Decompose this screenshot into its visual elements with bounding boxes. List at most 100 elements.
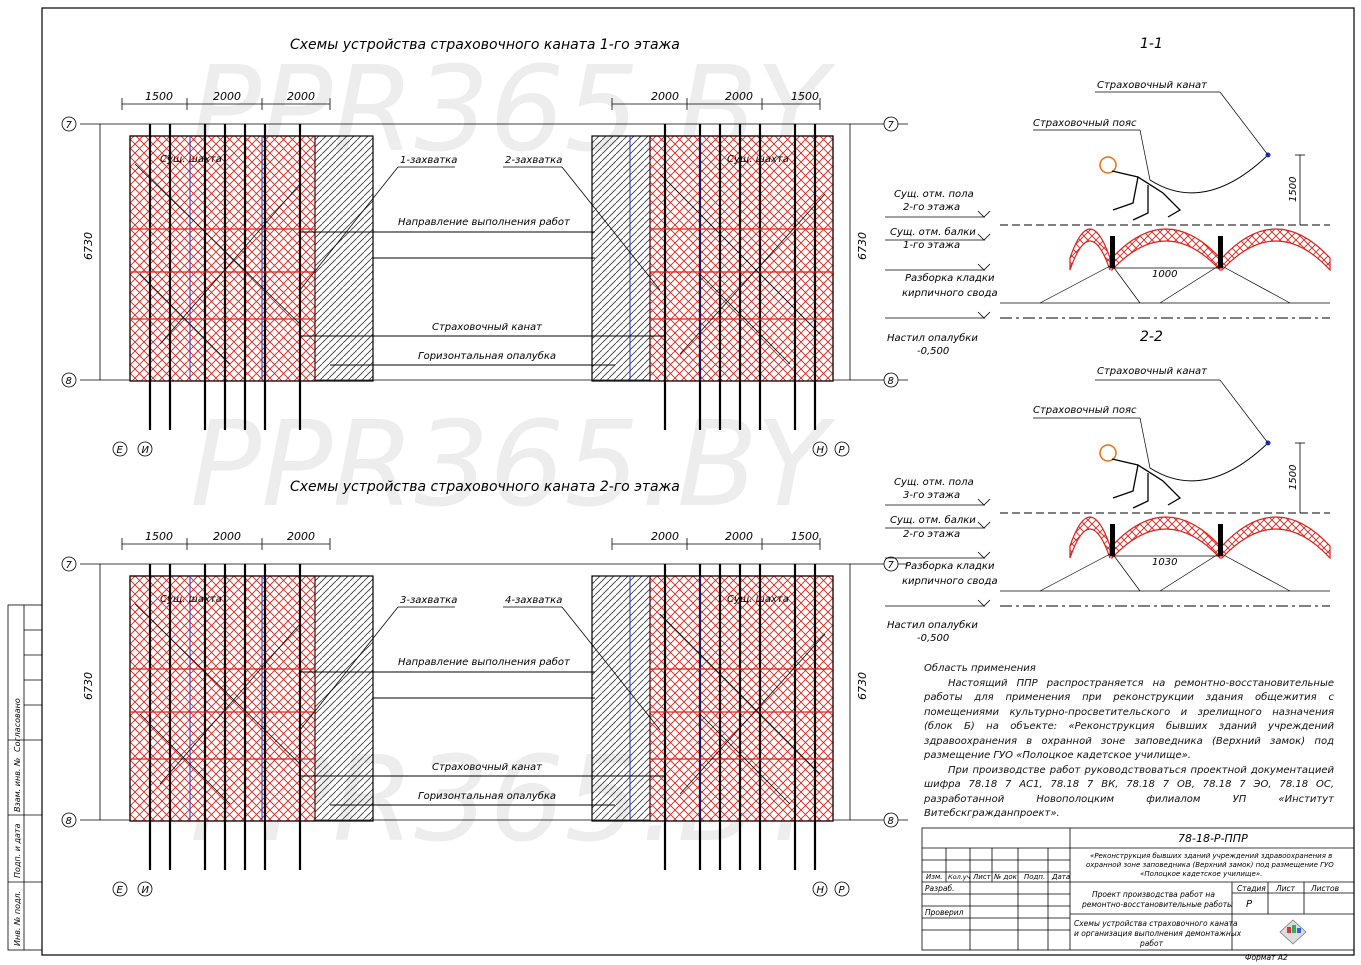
title-block-checked: Проверил xyxy=(925,908,964,917)
formwork-strip-right xyxy=(591,575,651,822)
dim-left-1: 2000 xyxy=(213,530,241,543)
building-outline-left xyxy=(129,575,374,822)
axis-bubble-r xyxy=(834,441,850,457)
level-arrow xyxy=(977,210,991,218)
axis-bubble-8-left xyxy=(61,812,77,828)
section-1-level-3b: кирпичного свода xyxy=(902,288,998,299)
level-arrow xyxy=(977,599,991,607)
support-line xyxy=(1039,264,1113,304)
title-block-drawing-3: работ xyxy=(1139,939,1164,948)
section-2-h-dim: 1500 xyxy=(1288,465,1299,490)
section-2-level-3b: кирпичного свода xyxy=(902,576,998,587)
title-block-project-2: ремонтно-восстановительные работы xyxy=(1081,900,1233,909)
axis-bubble-7-left xyxy=(61,556,77,572)
hatched-slab-left xyxy=(129,575,316,822)
section-1-rope-label: Страховочный канат xyxy=(1097,80,1208,91)
safety-rope xyxy=(1149,442,1269,482)
section-2-level-4a: Настил опалубки xyxy=(887,619,978,631)
title-block-drawing-1: Схемы устройства страховочного каната xyxy=(1074,919,1238,928)
worker-figure xyxy=(1111,170,1182,221)
brace-line xyxy=(659,613,821,775)
notes-heading: Область применения xyxy=(924,663,1036,674)
brace-line xyxy=(699,713,791,805)
worker-figure xyxy=(1111,458,1182,509)
title-block-stage-header: Стадия xyxy=(1237,884,1266,893)
height-dim-right: 6730 xyxy=(856,672,869,700)
axis-bubble-n-label: Н xyxy=(817,445,825,456)
brace-line xyxy=(134,163,301,325)
support-line xyxy=(1219,264,1291,304)
section-2-level-1a: Сущ. отм. пола xyxy=(894,477,974,488)
level-arrow xyxy=(977,498,991,506)
section-1-level-4a: Настил опалубки xyxy=(887,332,978,344)
shaft-label-right: Сущ. шахта xyxy=(727,594,789,605)
axis-bubble-7-right-label: 7 xyxy=(888,560,895,571)
axis-bubble-e xyxy=(112,881,128,897)
strip-sign: Подп. и дата xyxy=(13,823,22,878)
support-line xyxy=(1159,264,1221,304)
section-1-span-dim: 1000 xyxy=(1152,269,1177,280)
company-logo xyxy=(1279,919,1307,945)
notes-paragraph-1: Настоящий ППР распространяется на ремонт… xyxy=(924,677,1334,762)
leader-line xyxy=(561,166,661,291)
level-arrow xyxy=(977,551,991,559)
label-leader xyxy=(1139,129,1151,181)
plan-2-title: Схемы устройства страховочного каната 2-… xyxy=(290,479,680,495)
direction-label: Направление выполнения работ xyxy=(398,656,571,668)
section-2-level-4b: -0,500 xyxy=(917,633,949,644)
title-block-developed: Разраб. xyxy=(925,884,954,893)
zone-label-left: 1-захватка xyxy=(400,155,457,166)
axis-bubble-r-label: Р xyxy=(839,445,846,456)
title-block-col-5: Подп. xyxy=(1024,873,1045,881)
notes-paragraph-2: При производстве работ руководствоваться… xyxy=(924,764,1334,820)
section-2-title: 2-2 xyxy=(1140,329,1163,345)
brick-vault-0 xyxy=(1069,228,1111,271)
axis-bubble-7-right xyxy=(883,116,899,132)
level-arrow xyxy=(977,311,991,319)
support-line xyxy=(1159,552,1221,592)
label-leader xyxy=(1139,417,1151,469)
plan-1-title: Схемы устройства страховочного каната 1-… xyxy=(290,37,680,53)
axis-bubble-7-left-label: 7 xyxy=(66,560,73,571)
level-arrow xyxy=(977,263,991,271)
hatched-slab-right xyxy=(649,135,834,382)
title-block-stage: Р xyxy=(1246,899,1253,910)
brace-line xyxy=(139,273,231,365)
dim-left-0: 1500 xyxy=(145,90,173,103)
axis-bubble-7-left xyxy=(61,116,77,132)
approval-strip xyxy=(7,604,43,951)
section-2-rope-label: Страховочный канат xyxy=(1097,366,1208,377)
axis-bubble-e xyxy=(112,441,128,457)
axis-bubble-7-right-label: 7 xyxy=(888,120,895,131)
axis-bubble-n xyxy=(812,881,828,897)
title-block-object-2: охранной зоне заповедника (Верхний замок… xyxy=(1086,861,1334,869)
steel-beam xyxy=(1218,524,1223,556)
dim-left-0: 1500 xyxy=(145,530,173,543)
title-block-col-6: Дата xyxy=(1051,873,1070,881)
axis-bubble-8-left-label: 8 xyxy=(66,376,72,387)
label-leader xyxy=(1219,379,1269,444)
dim-right-2: 1500 xyxy=(791,530,819,543)
axis-bubble-r-label: Р xyxy=(839,885,846,896)
zone-label-right: 4-захватка xyxy=(505,595,562,606)
support-line xyxy=(1111,264,1141,304)
height-dim-left: 6730 xyxy=(82,672,95,700)
rope-label: Страховочный канат xyxy=(432,322,543,333)
section-2-level-2a: Сущ. отм. балки xyxy=(890,514,976,526)
steel-beam xyxy=(1218,236,1223,268)
support-line xyxy=(1039,552,1113,592)
brick-vault-0 xyxy=(1069,516,1111,559)
title-block-drawing-2: и организация выполнения демонтажных xyxy=(1074,929,1242,938)
formwork-strip-left xyxy=(314,135,374,382)
section-1-level-4b: -0,500 xyxy=(917,346,949,357)
title-block-col-4: № док xyxy=(993,873,1018,881)
brace-line xyxy=(699,273,791,365)
building-outline-right xyxy=(591,135,834,382)
brace-line xyxy=(659,173,821,335)
notes-block: Область применения Настоящий ППР распрос… xyxy=(924,662,1334,822)
section-2-span-dim: 1030 xyxy=(1152,557,1177,568)
strip-inventory: Инв. № подл. xyxy=(13,891,22,946)
section-1-title: 1-1 xyxy=(1140,36,1163,52)
support-line xyxy=(1111,552,1141,592)
